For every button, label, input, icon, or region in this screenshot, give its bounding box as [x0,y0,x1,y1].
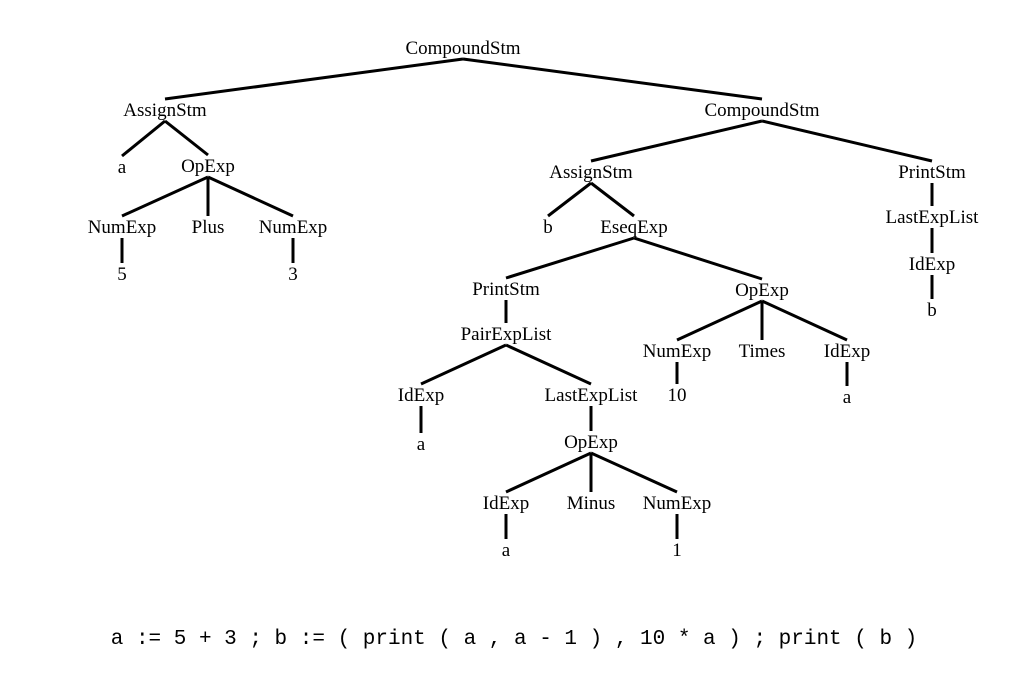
tree-node-n33: IdExp [909,254,955,275]
tree-node-n14: PrintStm [472,279,540,300]
tree-node-n21: Minus [567,493,616,514]
tree-edge-n25-n28 [761,299,848,342]
tree-edge-n13-n14 [505,236,635,280]
tree-node-n22: NumExp [643,493,712,514]
tree-node-n2: AssignStm [123,100,207,121]
tree-edge-n2-n4 [164,119,209,157]
tree-node-n12: b [543,217,553,238]
tree-node-n26: NumExp [643,341,712,362]
tree-node-n6: Plus [192,217,225,238]
tree-node-n23: a [502,540,511,561]
tree-node-n30: a [843,387,852,408]
tree-node-n8: 5 [117,264,127,285]
tree-node-n1: CompoundStm [405,38,520,59]
tree-edge-n15-n18 [505,343,592,386]
tree-node-n7: NumExp [259,217,328,238]
tree-node-n27: Times [739,341,786,362]
tree-edge-n1-n10 [462,57,763,101]
tree-node-n3: a [118,157,127,178]
tree-node-n4: OpExp [181,156,235,177]
tree-node-n10: CompoundStm [704,100,819,121]
tree-node-n18: LastExpList [545,385,639,406]
tree-node-n25: OpExp [735,280,789,301]
tree-edge-n4-n5 [121,175,209,218]
tree-edge-n13-n25 [633,236,763,281]
tree-edge-n11-n12 [547,181,592,218]
tree-edge-n25-n26 [676,299,763,342]
source-program-text: a := 5 + 3 ; b := ( print ( a , a - 1 ) … [110,628,918,651]
tree-node-n16: IdExp [398,385,444,406]
tree-node-n31: PrintStm [898,162,966,183]
tree-edges [120,57,934,539]
tree-node-n5: NumExp [88,217,157,238]
tree-node-n34: b [927,300,937,321]
tree-edge-n11-n13 [590,181,635,218]
tree-node-n20: IdExp [483,493,529,514]
tree-node-n28: IdExp [824,341,870,362]
tree-edge-n10-n31 [761,119,933,163]
tree-node-n17: a [417,434,426,455]
tree-node-n13: EseqExp [600,217,668,238]
tree-edge-n1-n2 [164,57,464,101]
tree-edge-n19-n22 [590,451,678,494]
tree-edge-n4-n7 [207,175,294,218]
tree-node-n19: OpExp [564,432,618,453]
tree-edge-n2-n3 [121,119,166,158]
tree-edge-n15-n16 [420,343,507,386]
tree-node-n24: 1 [672,540,682,561]
tree-edge-n19-n20 [505,451,592,494]
tree-node-n15: PairExpList [461,324,552,345]
tree-node-n29: 10 [668,385,687,406]
tree-edge-n10-n11 [590,119,763,163]
tree-node-n32: LastExpList [886,207,980,228]
tree-node-n9: 3 [288,264,298,285]
tree-node-n11: AssignStm [549,162,633,183]
